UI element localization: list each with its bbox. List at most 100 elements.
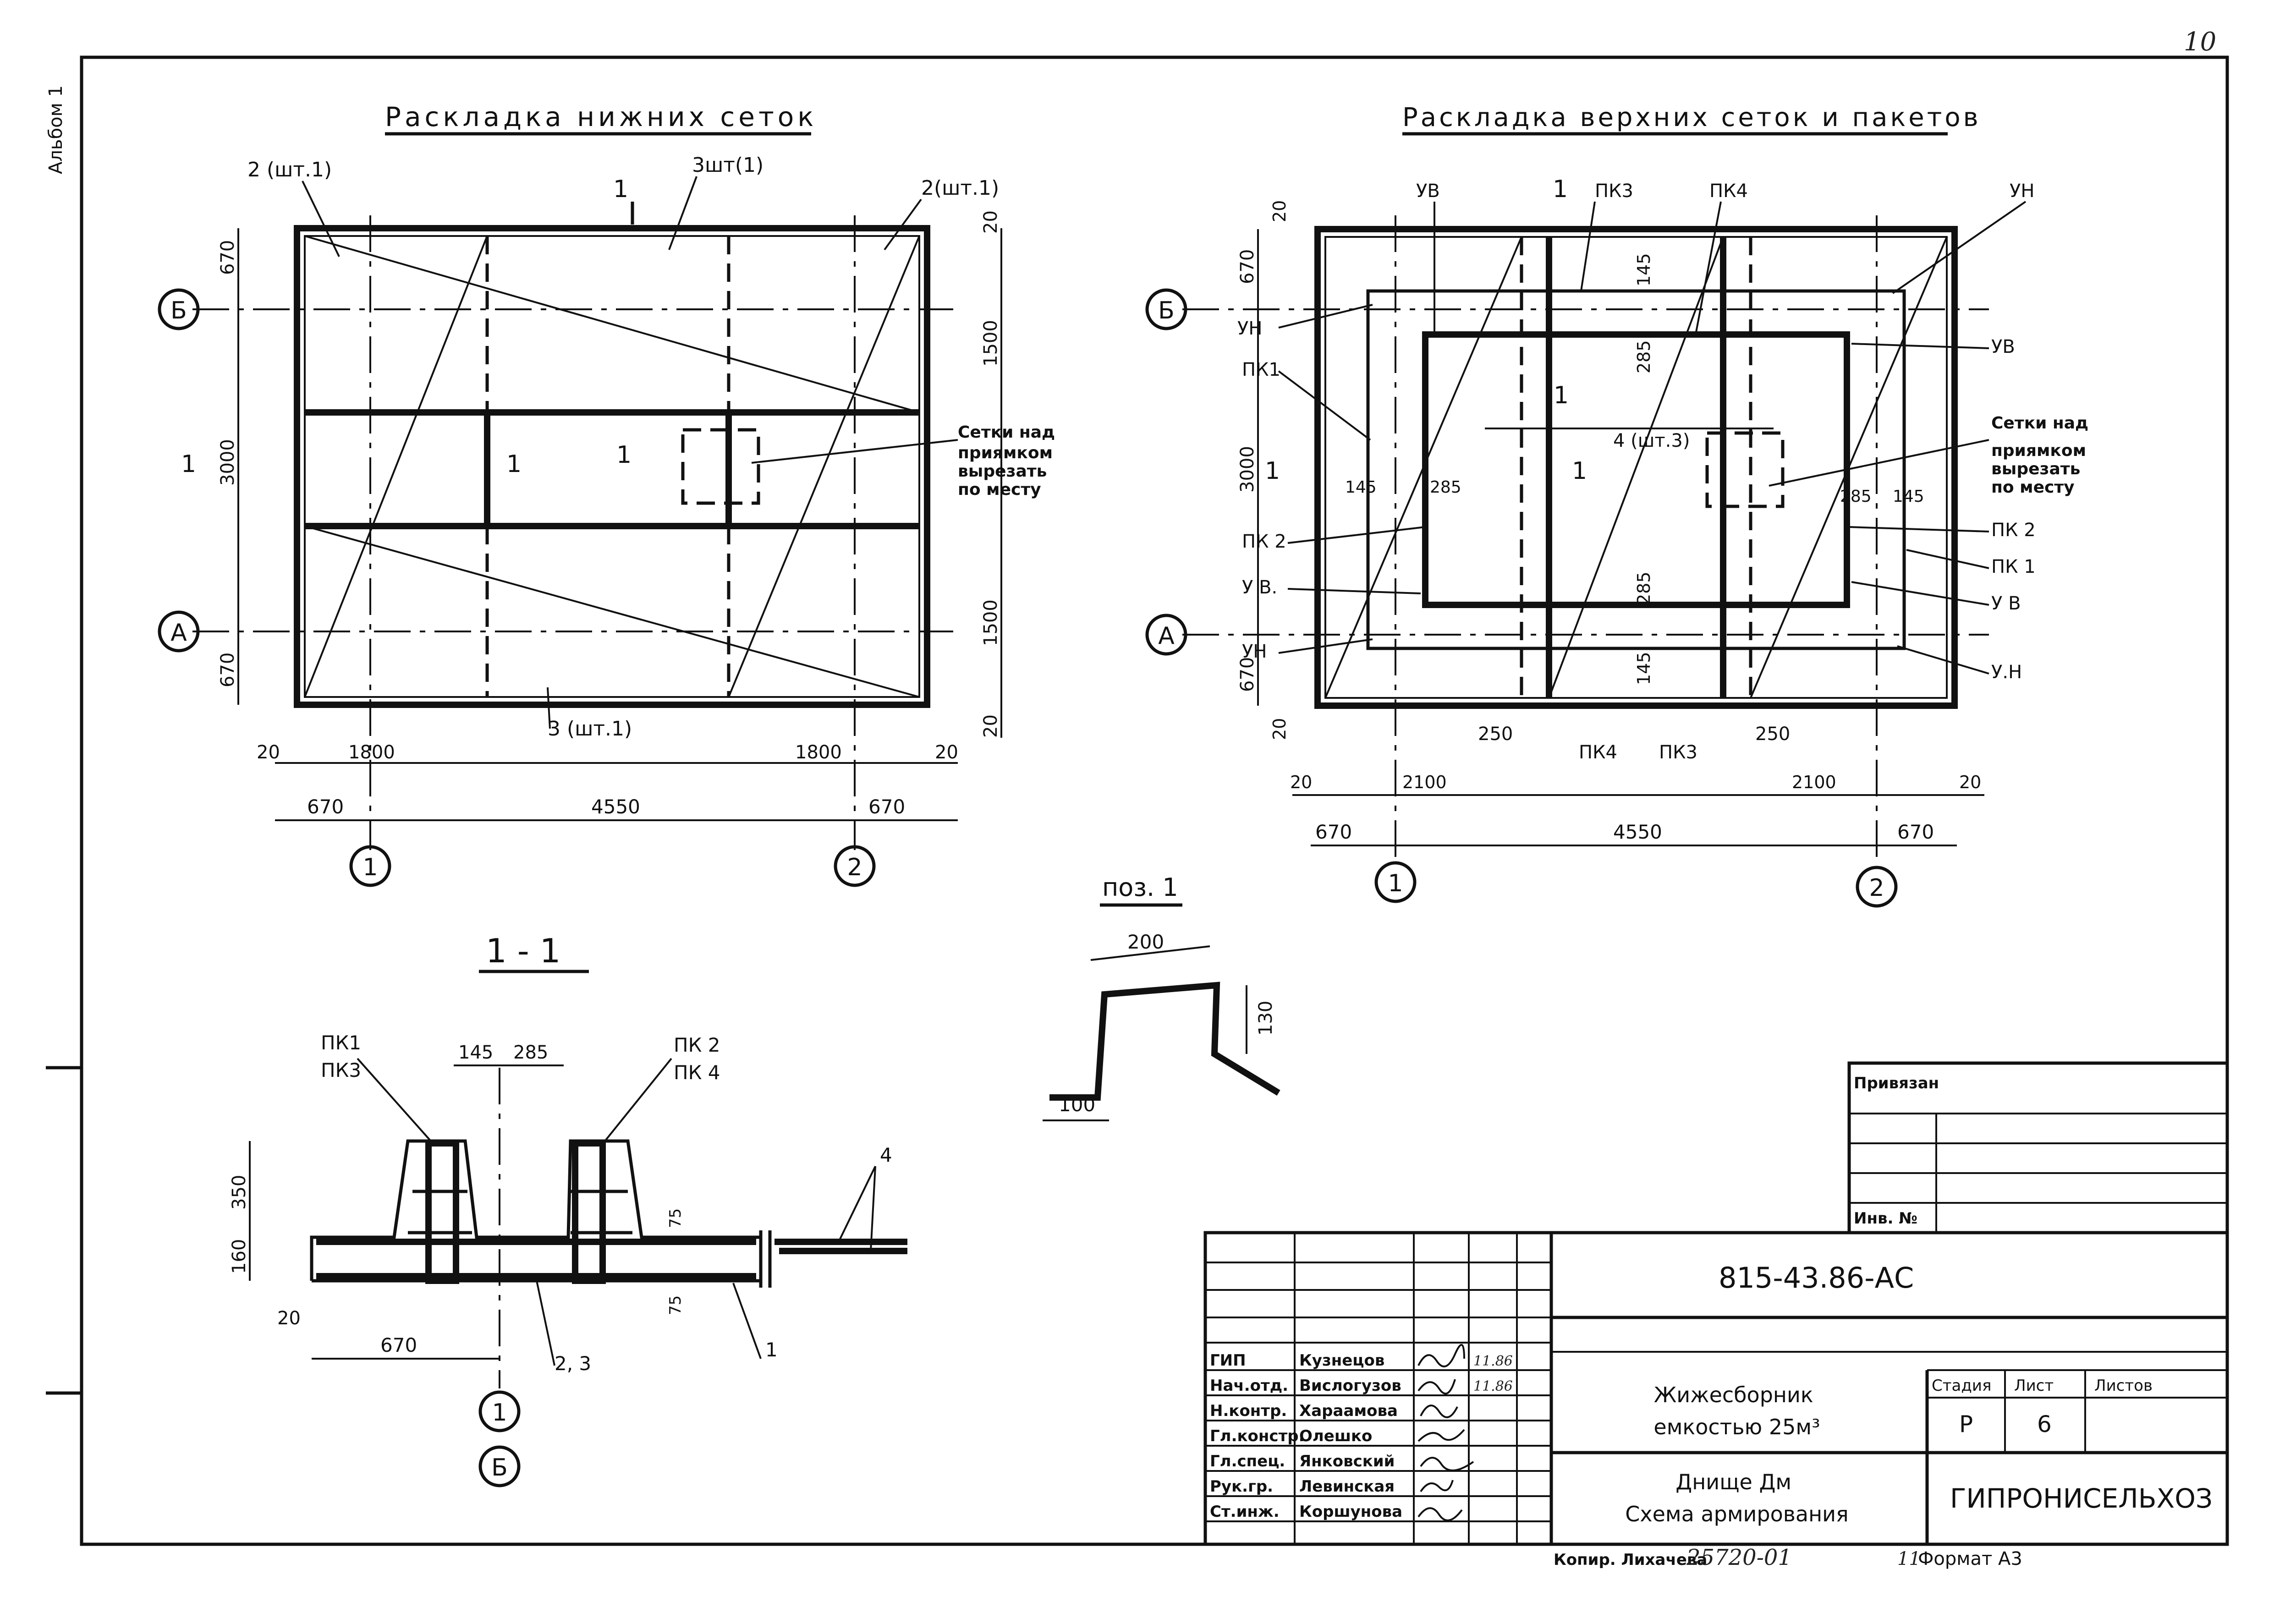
dim-label: 4550 <box>591 796 640 818</box>
dim-label: 75 <box>666 1295 685 1315</box>
date-cell: 11.86 <box>1473 1353 1513 1369</box>
sump-note: Сетки над приямком вырезать по месту <box>1991 414 2094 497</box>
name-cell: Олешко <box>1299 1427 1372 1445</box>
org-name: ГИПРОНИСЕЛЬХОЗ <box>1950 1483 2213 1514</box>
mesh-callout: 2 (шт.1) <box>247 158 332 181</box>
callout-leader <box>1580 201 1596 291</box>
axis-bubble <box>158 610 200 653</box>
callout-leader <box>1695 201 1722 335</box>
dim-label: 100 <box>1059 1093 1095 1116</box>
role-cell: Гл.спец. <box>1210 1452 1285 1470</box>
axis-bubble <box>478 1445 521 1487</box>
dim-label: 3000 <box>1237 446 1258 493</box>
sheet-frame <box>80 55 2229 1546</box>
mesh-callout: 3 (шт.1) <box>548 717 632 741</box>
sheet-number: 10 <box>2184 27 2216 57</box>
callout-leader <box>732 1283 762 1359</box>
dim-label: 20 <box>1269 718 1290 740</box>
dim-label: 285 <box>1634 571 1654 605</box>
names-column: Кузнецов Вислогузов Хараамова Олешко Янк… <box>1299 1351 1402 1521</box>
part-label: 2, 3 <box>555 1352 591 1375</box>
copy-number: 25720-01 <box>1686 1545 1792 1570</box>
axis-bubble <box>158 288 200 330</box>
section-title: 1 - 1 <box>486 932 560 970</box>
sump-note-line: вырезать <box>1991 460 2080 478</box>
dim-label: 145 <box>458 1042 493 1063</box>
axis-label: Б <box>1158 297 1175 324</box>
callout-leader <box>357 1058 432 1142</box>
axis-label: А <box>170 619 187 647</box>
dim-label: 670 <box>868 796 905 818</box>
dim-label: 670 <box>307 796 344 818</box>
part-label: УВ <box>1416 181 1440 202</box>
dim-label: 350 <box>229 1175 250 1210</box>
part-label: У.Н <box>1991 662 2022 683</box>
signature <box>1420 1480 1454 1492</box>
axis-label: А <box>1158 622 1175 650</box>
part-label: ПК3 <box>1595 181 1633 202</box>
mesh-diagonal <box>1324 236 1522 698</box>
dim-label: 285 <box>513 1042 548 1063</box>
part-label: У В <box>1991 593 2021 614</box>
role-cell: Рук.гр. <box>1210 1477 1273 1496</box>
section-slab <box>310 1139 761 1281</box>
sump-note-line: Сетки над <box>958 423 1055 442</box>
mesh-callout: 2(шт.1) <box>921 176 999 200</box>
slab-inner <box>304 235 920 698</box>
plan-right: Раскладка верхних сеток и пакетов Сетки … <box>1145 103 2094 908</box>
section-mark: 1 <box>1572 457 1587 485</box>
dim-label: 285 <box>1634 340 1654 373</box>
section-mark: 1 <box>616 441 632 469</box>
dim-label: 250 <box>1478 724 1513 745</box>
linked-label: Привязан <box>1854 1074 1939 1092</box>
sump-note-line: по месту <box>958 480 1041 499</box>
plan-left-title: Раскладка нижних сеток <box>385 101 817 132</box>
callout-leader <box>838 1166 876 1242</box>
mesh-diagonal <box>304 525 920 698</box>
mesh-callout: 4 (шт.3) <box>1613 430 1690 451</box>
dim-label: 130 <box>1255 1001 1276 1036</box>
part-label: 1 <box>765 1339 778 1361</box>
dim-label: 670 <box>1237 657 1258 692</box>
role-cell: Ст.инж. <box>1210 1503 1280 1521</box>
dim-label: 20 <box>980 210 1001 234</box>
callout-leader <box>668 176 698 250</box>
axis-label: Б <box>491 1454 508 1481</box>
signature <box>1420 1457 1474 1471</box>
sump-note-line: по месту <box>1991 478 2075 497</box>
part-label: ПК 2 <box>1242 531 1286 552</box>
callout-leader <box>547 687 551 729</box>
dim-label: 1800 <box>348 742 395 763</box>
pk-outer <box>1366 289 1906 650</box>
part-label: ПК3 <box>321 1059 361 1081</box>
plan-right-title: Раскладка верхних сеток и пакетов <box>1402 103 1981 132</box>
axis-label: 1 <box>363 854 378 881</box>
axis-label: Б <box>170 297 187 324</box>
stage-value: Р <box>1959 1411 1973 1437</box>
callout-leader <box>1278 370 1371 441</box>
dim-label: 4550 <box>1613 821 1662 843</box>
name-cell: Хараамова <box>1299 1402 1398 1420</box>
dim-label: 200 <box>1127 931 1164 953</box>
mesh-diagonal <box>304 236 488 697</box>
callout-leader <box>535 1278 555 1366</box>
section-mark: 1 <box>181 450 196 478</box>
dim-label: 2100 <box>1402 772 1447 792</box>
axis-bubble <box>1145 288 1187 330</box>
axis-bubble <box>478 1390 521 1432</box>
dim-label: 145 <box>1634 652 1654 685</box>
copy-note: Копир. Лихачева <box>1554 1551 1707 1569</box>
dim-label: 670 <box>217 653 238 687</box>
section-mark: 1 <box>613 176 628 203</box>
drawing-title: Днище Дм Схема армирования <box>1625 1470 1848 1526</box>
axis-bubble <box>1374 861 1417 903</box>
dim-label: 20 <box>1959 772 1981 792</box>
callout-leader <box>870 1166 876 1251</box>
name-cell: Янковский <box>1299 1452 1395 1470</box>
dim-label: 20 <box>1290 772 1312 792</box>
name-cell: Левинская <box>1299 1477 1395 1496</box>
dim-label: 1500 <box>980 320 1001 367</box>
axis-bubble <box>834 845 876 887</box>
axis-bubble <box>1856 866 1898 908</box>
